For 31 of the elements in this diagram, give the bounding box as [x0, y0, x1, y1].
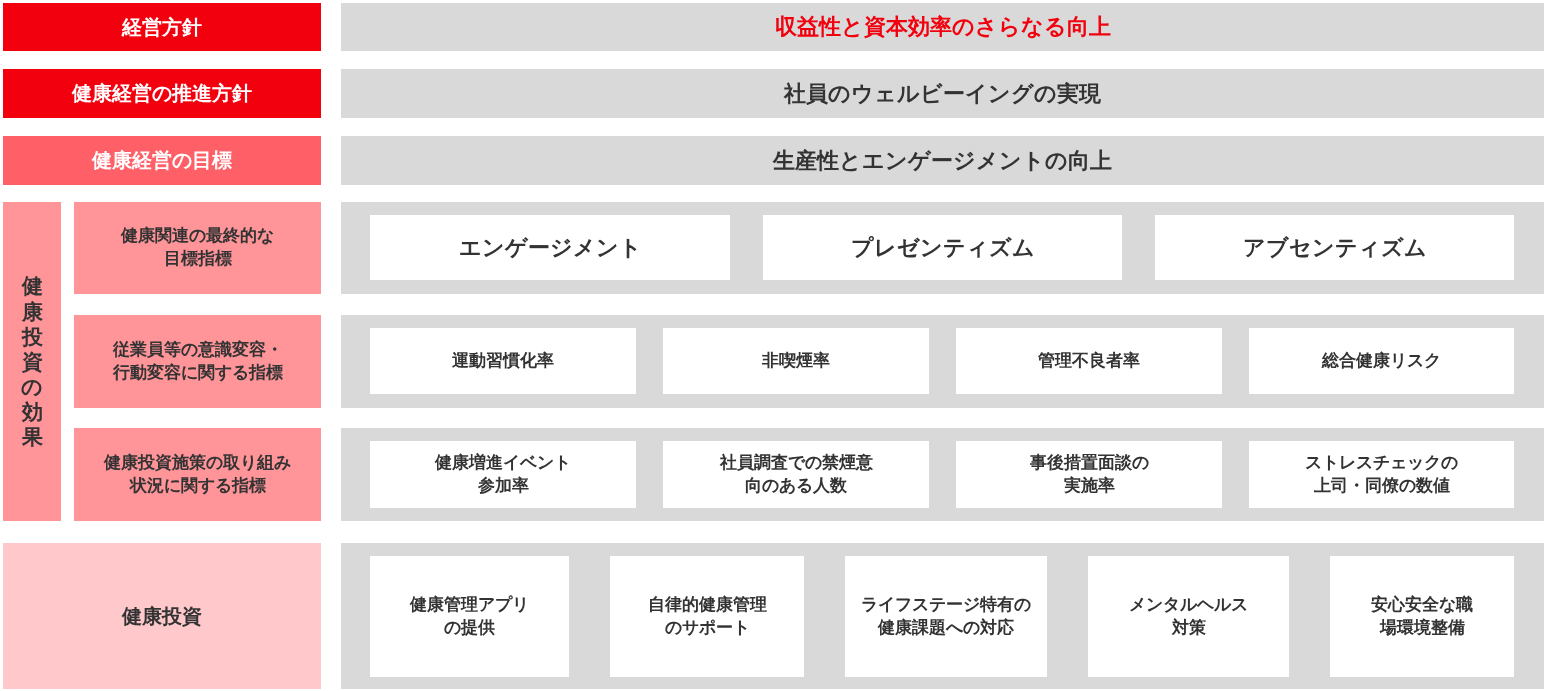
category-label: 健康投資施策の取り組み状況に関する指標 [74, 428, 321, 521]
category-label: 従業員等の意識変容・行動変容に関する指標 [74, 315, 321, 408]
metric-card: プレゼンティズム [763, 215, 1122, 280]
category-label: 健康関連の最終的な目標指標 [74, 202, 321, 294]
metric-card: ストレスチェックの上司・同僚の数値 [1249, 441, 1514, 508]
metric-card: 健康管理アプリの提供 [370, 556, 569, 677]
metric-card: 非喫煙率 [663, 328, 929, 394]
category-label: 経営方針 [3, 3, 321, 51]
category-label: 健康経営の目標 [3, 136, 321, 185]
category-label: 健康投資の効果 [3, 202, 61, 521]
content-band [341, 543, 1544, 689]
metric-card: 自律的健康管理のサポート [610, 556, 804, 677]
content-band [341, 315, 1544, 408]
category-label: 健康投資 [3, 543, 321, 689]
category-label: 健康経営の推進方針 [3, 69, 321, 118]
metric-card: メンタルヘルス対策 [1088, 556, 1289, 677]
metric-card: 社員調査での禁煙意向のある人数 [663, 441, 929, 508]
content-band: 社員のウェルビーイングの実現 [341, 69, 1544, 118]
metric-card: アブセンティズム [1155, 215, 1514, 280]
metric-card: 健康増進イベント参加率 [370, 441, 636, 508]
metric-card: 運動習慣化率 [370, 328, 636, 394]
content-band: 収益性と資本効率のさらなる向上 [341, 3, 1544, 51]
metric-card: ライフステージ特有の健康課題への対応 [845, 556, 1047, 677]
metric-card: 事後措置面談の実施率 [956, 441, 1222, 508]
metric-card: 総合健康リスク [1249, 328, 1514, 394]
content-band [341, 202, 1544, 294]
metric-card: エンゲージメント [370, 215, 730, 280]
content-band [341, 428, 1544, 521]
content-band: 生産性とエンゲージメントの向上 [341, 136, 1544, 185]
metric-card: 安心安全な職場環境整備 [1330, 556, 1514, 677]
metric-card: 管理不良者率 [956, 328, 1222, 394]
